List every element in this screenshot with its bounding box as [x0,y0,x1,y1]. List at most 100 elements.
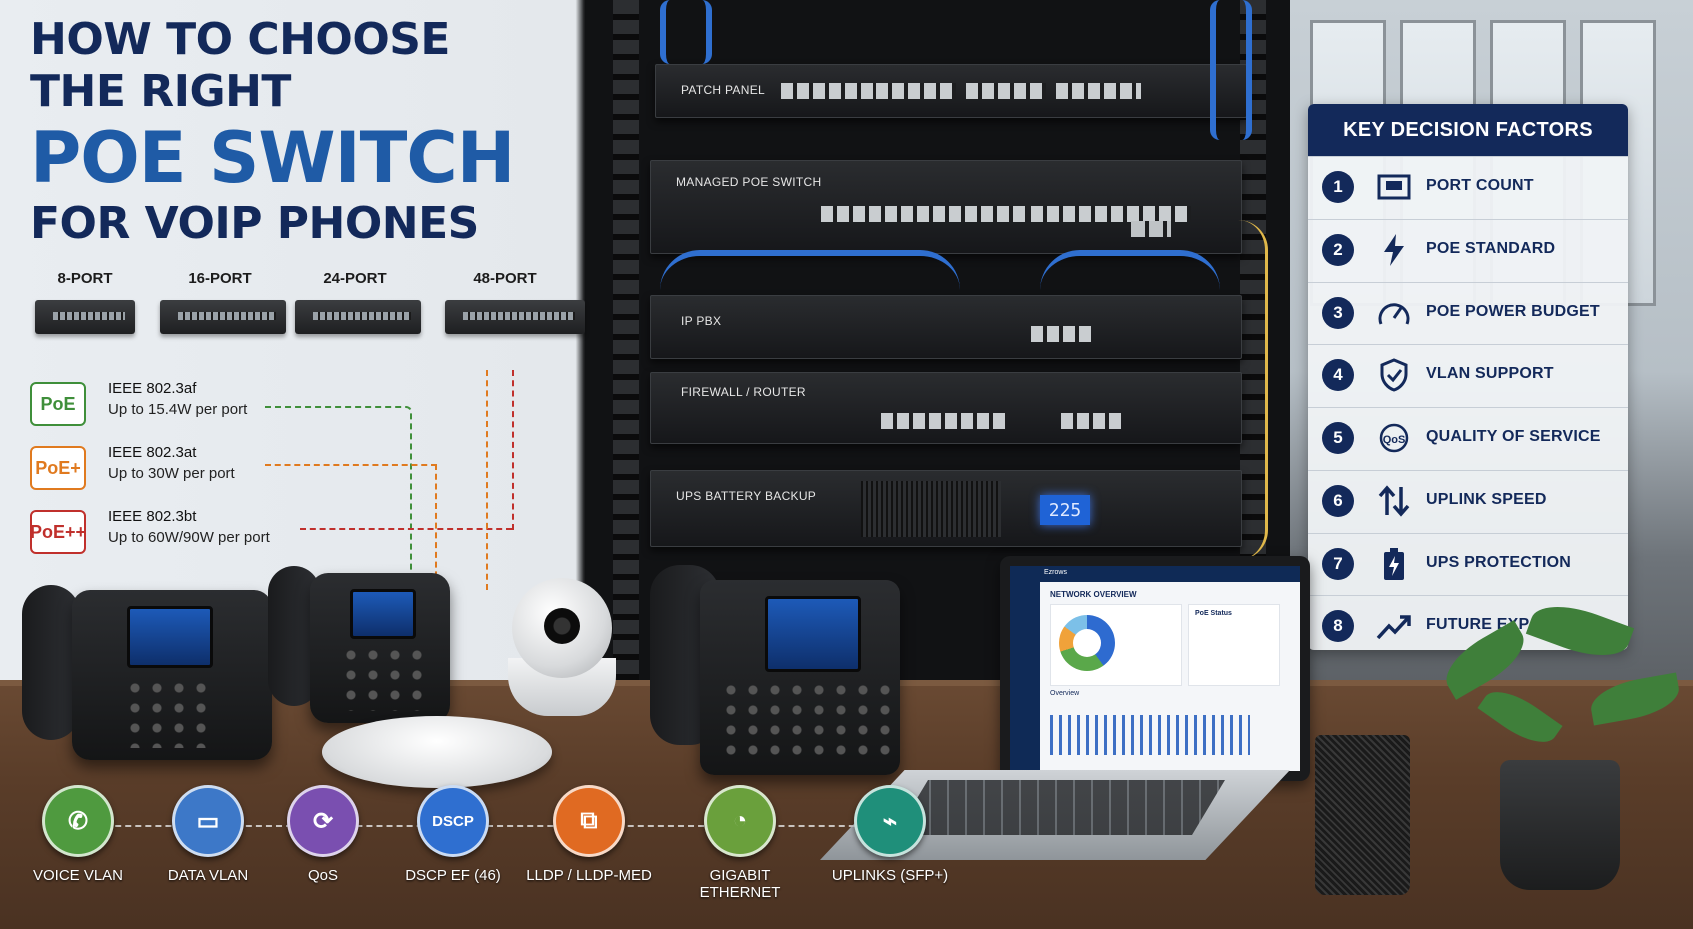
phone-keypad [124,678,214,748]
switch-ports [821,206,1026,222]
managed-poe-switch: MANAGED POE SWITCH [650,160,1242,254]
up-down-arrows-icon [1376,483,1412,519]
phone-keypad [720,680,890,765]
pen-holder [1315,735,1410,895]
ups-display: 225 [1040,495,1090,525]
phone-handset [22,585,80,740]
ip-camera [508,578,616,718]
bar-chart [1050,715,1250,755]
switch-image [295,300,421,334]
rack-rail [613,0,639,690]
factor-port-count: 1 PORT COUNT [1308,156,1628,219]
port-option-label: 24-PORT [323,270,387,287]
poe-status-title: PoE Status [1195,610,1232,617]
plant-pot [1500,760,1620,890]
port-options: 8-PORT 16-PORT 24-PORT 48-PORT [25,270,585,340]
ups-battery-backup: UPS BATTERY BACKUP [650,470,1242,547]
poe-connector-line [486,370,490,590]
battery-icon [1376,546,1412,582]
poe-standard-name: IEEE 802.3at [108,444,197,461]
shield-check-icon [1376,357,1412,393]
dashboard: Ezrows NETWORK OVERVIEW PoE Status Overv… [1010,566,1300,771]
feature-label: DATA VLAN [167,867,249,884]
poe-connector-line [265,464,437,636]
dashboard-topbar: Ezrows [1010,566,1300,582]
gauge-icon [1376,295,1412,331]
dashboard-title: NETWORK OVERVIEW [1050,590,1137,599]
firewall-router: FIREWALL / ROUTER [650,372,1242,444]
ups-vent [861,481,1001,537]
title-line-1: HOW TO CHOOSE [30,14,451,65]
switch-ports [1031,206,1191,222]
dscp-icon: DSCP [417,785,489,857]
port-option-24: 24-PORT [295,270,421,334]
factor-qos: 5 QoS QUALITY OF SERVICE [1308,407,1628,470]
poe-status-card: PoE Status [1188,604,1280,686]
switch-image [35,300,135,334]
qos-icon: ⟳ [287,785,359,857]
factor-label: POE POWER BUDGET [1426,302,1600,320]
donut-card [1050,604,1182,686]
poe-standard-bt: PoE++ IEEE 802.3bt Up to 60W/90W per por… [30,508,290,554]
firewall-ports [881,413,1006,429]
phone-screen [350,589,416,639]
cable-bundle [1040,250,1220,296]
ethernet-port-icon [1376,169,1412,205]
phone-screen [765,596,861,672]
ups-label: UPS BATTERY BACKUP [676,489,817,503]
feature-label: GIGABIT ETHERNET [699,867,781,901]
port-option-48: 48-PORT [445,270,585,334]
cable-bundle [1210,0,1252,140]
title-block: HOW TO CHOOSE THE RIGHT POE SWITCH FOR V… [30,14,590,250]
feature-dscp: DSCP DSCP EF (46) [383,785,523,884]
factor-number: 1 [1322,171,1354,203]
poe-standard-af: PoE IEEE 802.3af Up to 15.4W per port [30,380,290,426]
laptop-keyboard [895,780,1225,835]
feature-gigabit: ◔ GIGABIT ETHERNET [670,785,810,901]
poe-standard-name: IEEE 802.3af [108,380,197,397]
factor-uplink-speed: 6 UPLINK SPEED [1308,469,1628,533]
patch-jacks [876,83,956,99]
factor-vlan-support: 4 VLAN SUPPORT [1308,344,1628,407]
poe-connector-line [265,406,412,628]
switch-label: MANAGED POE SWITCH [676,175,822,189]
patch-jacks [1056,83,1141,99]
laptop-screen: Ezrows NETWORK OVERVIEW PoE Status Overv… [1000,556,1310,781]
poe-badge: PoE++ [30,510,86,554]
factor-power-budget: 3 POE POWER BUDGET [1308,281,1628,345]
fiber-icon: ⌁ [854,785,926,857]
pbx-label: IP PBX [681,314,722,328]
factor-label: QUALITY OF SERVICE [1426,428,1601,445]
network-tree-icon: ⧉ [553,785,625,857]
feature-strip: ✆ VOICE VLAN ▭ DATA VLAN ⟳ QoS DSCP DSCP… [20,785,960,901]
patch-panel-label: PATCH PANEL [681,83,765,97]
switch-image [445,300,585,334]
factor-poe-standard: 2 POE STANDARD [1308,218,1628,282]
qos-icon: QoS [1376,420,1412,456]
ip-pbx: IP PBX [650,295,1242,359]
feature-voice-vlan: ✆ VOICE VLAN [8,785,148,884]
poe-power: Up to 30W per port [108,465,235,482]
voip-phone [310,573,450,723]
factor-number: 3 [1322,296,1354,329]
feature-label: DSCP EF (46) [405,867,501,884]
poe-standard-at: PoE+ IEEE 802.3at Up to 30W per port [30,444,290,490]
port-option-label: 8-PORT [57,270,113,287]
poe-badge: PoE [30,382,86,426]
factor-label: POE STANDARD [1426,239,1556,257]
speedometer-icon: ◔ [704,785,776,857]
factor-number: 8 [1322,610,1354,643]
switch-image [160,300,286,334]
port-option-label: 48-PORT [473,270,537,287]
feature-data-vlan: ▭ DATA VLAN [138,785,278,884]
patch-jacks [966,83,1046,99]
feature-label: LLDP / LLDP-MED [526,867,652,884]
poe-standard-name: IEEE 802.3bt [108,508,197,525]
dashboard-app-name: Ezrows [1044,569,1067,576]
factor-label: UPLINK SPEED [1426,490,1547,508]
lightning-icon [1376,232,1412,268]
pbx-ports [1031,326,1091,342]
factor-number: 2 [1322,233,1354,266]
title-line-3: POE SWITCH [30,117,515,199]
